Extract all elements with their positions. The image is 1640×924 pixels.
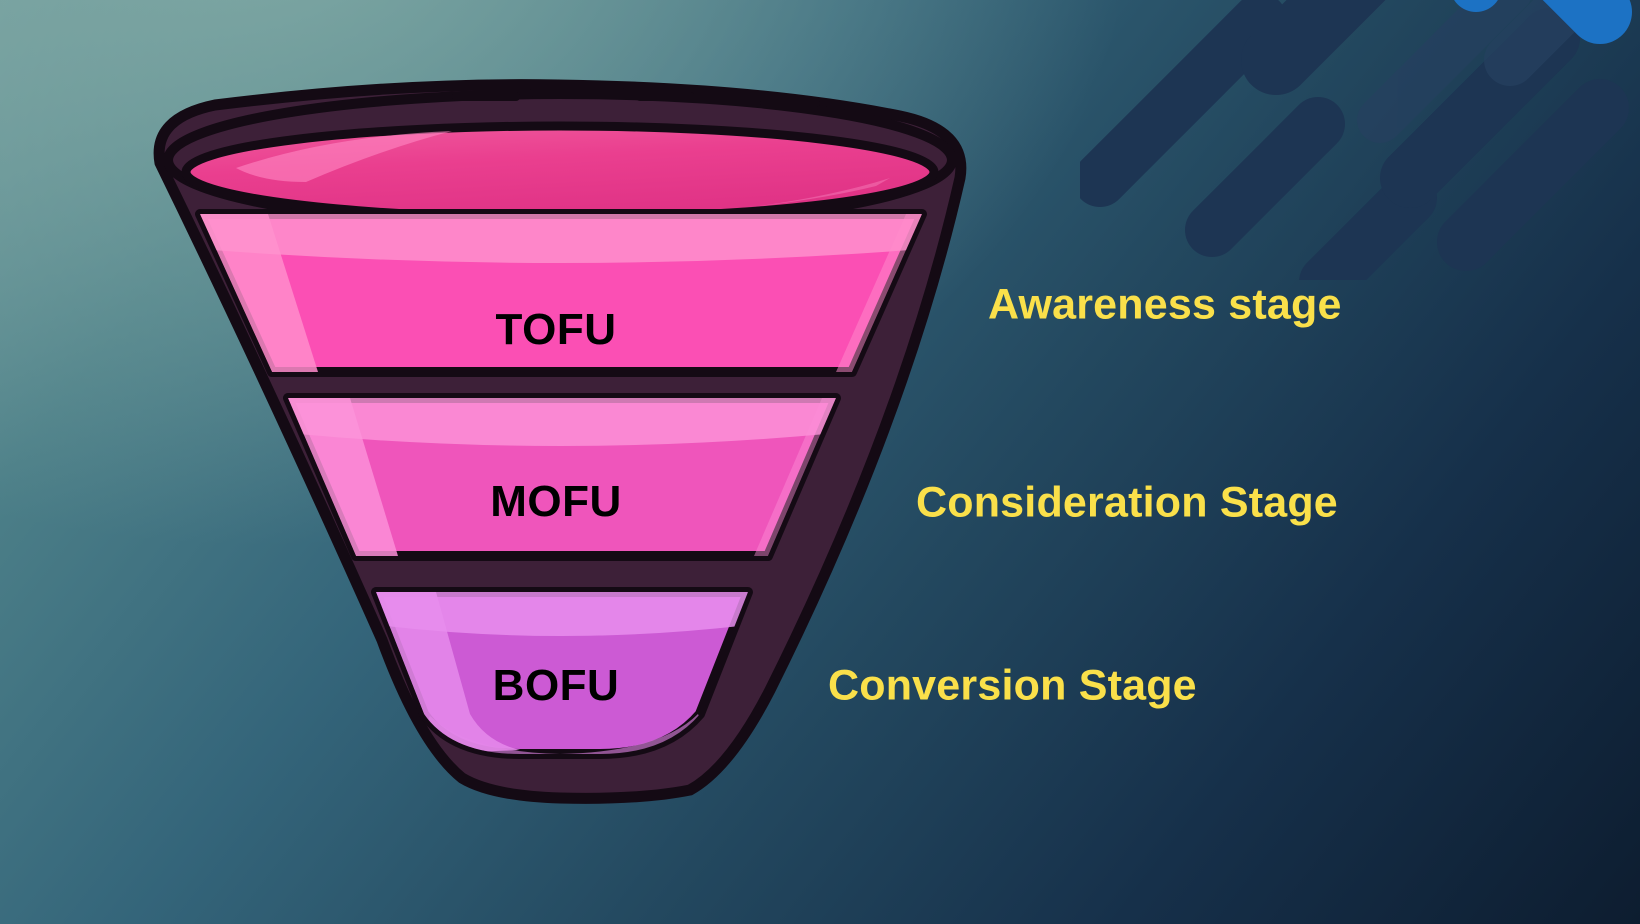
funnel-graphic (153, 79, 967, 804)
funnel-band-tofu-highlight-left (200, 214, 318, 372)
funnel-band-tofu (195, 209, 927, 377)
funnel-band-mofu-highlight-right (754, 398, 836, 556)
corner-decoration (1080, 0, 1632, 280)
deco-stroke-4 (1241, 0, 1386, 95)
funnel-band-bofu-highlight-left (376, 592, 520, 752)
deco-stroke-2 (1185, 97, 1345, 257)
funnel-band-bofu (371, 587, 753, 759)
deco-stroke-7 (1357, 0, 1531, 143)
stage-label-awareness: Awareness stage (988, 280, 1342, 329)
stage-label-consideration: Consideration Stage (916, 478, 1338, 527)
deco-stroke-1 (1080, 0, 1287, 207)
funnel-band-bofu-highlight-top (376, 592, 748, 636)
funnel-band-tofu-highlight-top (200, 214, 922, 263)
funnel-rim-nicks (452, 88, 820, 107)
deco-accent-bar (1542, 0, 1632, 44)
funnel-band-mofu-highlight-top (288, 398, 836, 446)
deco-stroke-3 (1299, 171, 1437, 280)
funnel-rim-sheen (236, 131, 452, 182)
stage-label-conversion: Conversion Stage (828, 661, 1197, 710)
deco-accent-dot (1454, 0, 1498, 12)
funnel-band-mofu (283, 393, 841, 561)
funnel-band-tofu-highlight-right (836, 214, 922, 372)
deco-stroke-6 (1437, 79, 1629, 271)
funnel-band-mofu-highlight-left (288, 398, 398, 556)
